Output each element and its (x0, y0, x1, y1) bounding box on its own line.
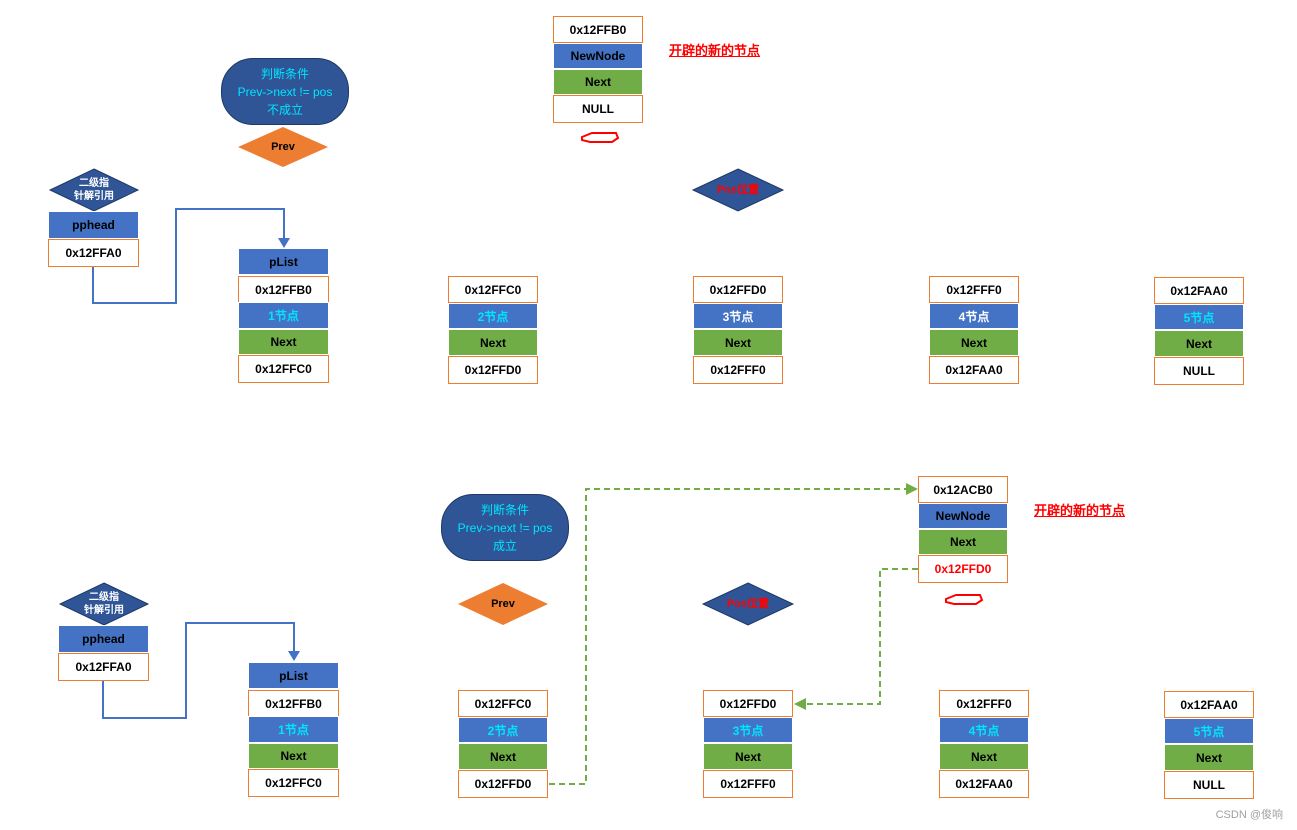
node-addr: 0x12FAA0 (1154, 277, 1244, 304)
node-next: Next (458, 743, 548, 770)
condition-line: 判断条件 (480, 502, 529, 517)
node-val: 0x12FAA0 (939, 770, 1029, 798)
prev-diamond-top (238, 127, 328, 167)
pphead-name-bottom: pphead (58, 625, 149, 653)
prev-label-top: Prev (271, 140, 295, 153)
node-val: 0x12FFD0 (458, 770, 548, 798)
double-ptr-label-top: 二级指 针解引用 (50, 169, 138, 211)
condition-oval-bottom: 判断条件 Prev->next != pos 成立 (441, 494, 569, 561)
node-addr: 0x12FFC0 (448, 276, 538, 303)
node-name: 4节点 (929, 303, 1019, 329)
new-node-name: NewNode (553, 43, 643, 69)
pos-diamond-bottom (701, 582, 795, 626)
node-name: 1节点 (238, 302, 329, 329)
node-addr: 0x12FFD0 (703, 690, 793, 717)
pphead-to-plist-arrow-bottom (102, 622, 295, 719)
new-node-next: Next (918, 529, 1008, 555)
node-addr: 0x12FFB0 (238, 276, 329, 303)
node-next: Next (248, 743, 339, 769)
node-name: 4节点 (939, 717, 1029, 743)
prev-label-bottom: Prev (491, 597, 515, 610)
node-next: Next (929, 329, 1019, 356)
double-ptr-line: 针解引用 (74, 191, 114, 202)
node-next: Next (448, 329, 538, 356)
node-name: 2节点 (458, 717, 548, 743)
newnode-to-node3-arrow (806, 568, 918, 705)
node-next: Next (703, 743, 793, 770)
double-ptr-line: 二级指 (79, 178, 109, 189)
pos-label-bottom: Pos位置 (726, 597, 770, 610)
node-val: NULL (1164, 771, 1254, 799)
condition-line: 判断条件 (260, 66, 309, 81)
node2-to-newnode-arrow (549, 488, 908, 785)
node-name: 1节点 (248, 716, 339, 743)
pphead-addr-top: 0x12FFA0 (48, 239, 139, 267)
node-next: Next (939, 743, 1029, 770)
new-node-next: Next (553, 69, 643, 95)
condition-line: 不成立 (266, 102, 303, 117)
new-node-note-top: 开辟的新的节点 (669, 43, 761, 58)
node-addr: 0x12FAA0 (1164, 691, 1254, 718)
pphead-name-top: pphead (48, 211, 139, 239)
node-name: 3节点 (693, 303, 783, 329)
plist-label-bottom: pList (248, 662, 339, 689)
watermark: CSDN @俊响 (1215, 809, 1283, 821)
node-addr: 0x12FFB0 (248, 690, 339, 717)
red-scribble-bottom (945, 594, 984, 605)
node-addr: 0x12FFF0 (939, 690, 1029, 717)
condition-oval-top: 判断条件 Prev->next != pos 不成立 (221, 58, 349, 125)
node-val: 0x12FFF0 (703, 770, 793, 798)
node-next: Next (238, 329, 329, 355)
new-node-val: 0x12FFD0 (918, 555, 1008, 583)
pos-diamond-top (691, 168, 785, 212)
node-addr: 0x12FFD0 (693, 276, 783, 303)
node-addr: 0x12FFC0 (458, 690, 548, 717)
new-node-addr: 0x12ACB0 (918, 476, 1008, 503)
node-val: NULL (1154, 357, 1244, 385)
node-name: 5节点 (1154, 304, 1244, 330)
new-node-addr: 0x12FFB0 (553, 16, 643, 43)
node-next: Next (693, 329, 783, 356)
node-name: 2节点 (448, 303, 538, 329)
new-node-val: NULL (553, 95, 643, 123)
prev-diamond-bottom (458, 583, 548, 625)
double-ptr-label-bottom: 二级指 针解引用 (60, 583, 148, 625)
condition-line: Prev->next != pos (457, 520, 553, 535)
node-val: 0x12FAA0 (929, 356, 1019, 384)
node-name: 3节点 (703, 717, 793, 743)
red-scribble-top (581, 132, 620, 143)
node-next: Next (1164, 744, 1254, 771)
double-ptr-line: 针解引用 (84, 605, 124, 616)
pphead-to-plist-arrow-top (92, 208, 285, 304)
node-val: 0x12FFC0 (238, 355, 329, 383)
new-node-note-bottom: 开辟的新的节点 (1034, 503, 1126, 518)
node-name: 5节点 (1164, 718, 1254, 744)
plist-label-top: pList (238, 248, 329, 275)
node-addr: 0x12FFF0 (929, 276, 1019, 303)
pos-label-top: Pos位置 (716, 183, 760, 196)
double-ptr-line: 二级指 (89, 592, 119, 603)
condition-line: Prev->next != pos (237, 84, 333, 99)
node-val: 0x12FFD0 (448, 356, 538, 384)
new-node-name: NewNode (918, 503, 1008, 529)
node-next: Next (1154, 330, 1244, 357)
pphead-addr-bottom: 0x12FFA0 (58, 653, 149, 681)
node-val: 0x12FFC0 (248, 769, 339, 797)
node-val: 0x12FFF0 (693, 356, 783, 384)
condition-line: 成立 (492, 538, 517, 553)
